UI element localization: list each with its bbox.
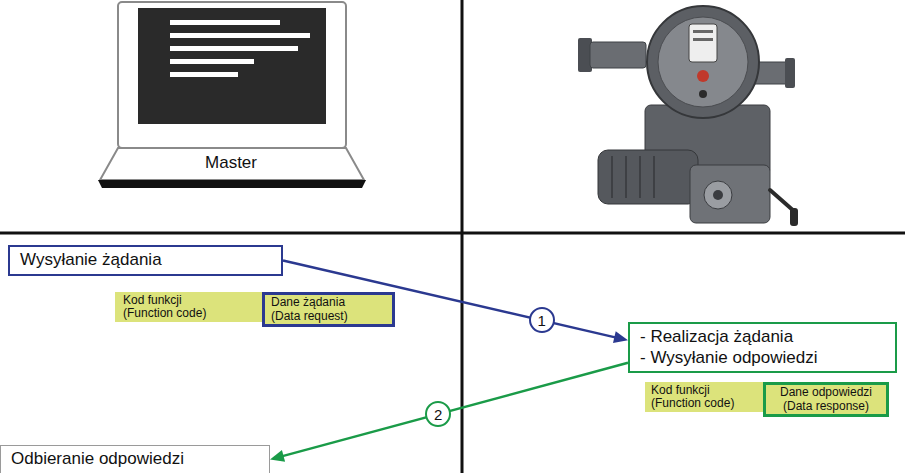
display-line [693, 30, 713, 33]
screen-line [170, 72, 238, 77]
handwheel-hub [704, 181, 732, 209]
node-text: Wysyłanie żądania [20, 250, 162, 270]
laptop-base [100, 148, 364, 180]
process-box: Odbieranie odpowiedzi [0, 445, 270, 473]
arrow-head [613, 331, 628, 343]
control-cover [647, 6, 759, 118]
selector-knob [699, 90, 707, 98]
motor-fin [653, 156, 655, 198]
laptop-screen [138, 8, 326, 124]
laptop-icon [98, 2, 366, 188]
process-box: - Realizacja żądania- Wysyłanie odpowied… [628, 322, 897, 373]
motor-fin [639, 156, 641, 198]
node-text: Kod funkcji (Function code) [123, 294, 223, 320]
function-code-box: Kod funkcji (Function code) [645, 382, 763, 412]
process-box: Wysyłanie żądania [8, 245, 283, 276]
flow-line [282, 363, 628, 457]
display-window [689, 24, 717, 62]
display-line [693, 38, 713, 41]
screen-line [170, 20, 280, 25]
data-response-box: Dane odpowiedzi (Data response) [763, 382, 889, 417]
flow-arrow [270, 363, 628, 462]
vertical-divider [461, 0, 464, 473]
gland-nut [785, 58, 795, 88]
screen-line [170, 46, 298, 51]
node-text: Dane żądania (Data request) [271, 296, 363, 322]
callout-number: 2 [425, 401, 451, 427]
motor-fin [611, 156, 613, 198]
horizontal-divider [0, 232, 905, 235]
device-label: Master [171, 153, 291, 173]
gearbox [690, 165, 770, 223]
laptop-bezel [118, 2, 346, 148]
screen-line [170, 59, 254, 64]
node-text: - Realizacja żądania [640, 327, 793, 347]
crank-handle [790, 208, 798, 226]
motor-fin [625, 156, 627, 198]
callout-number: 1 [529, 307, 555, 333]
handwheel-axis [713, 190, 723, 200]
node-text: Kod funkcji (Function code) [651, 384, 749, 410]
laptop-foot [98, 180, 366, 188]
motor-housing [598, 150, 698, 204]
screen-line [170, 33, 310, 38]
node-text: Dane odpowiedzi (Data response) [774, 386, 878, 412]
cover-face [658, 17, 748, 107]
function-code-box: Kod funkcji (Function code) [115, 292, 262, 322]
node-text: Odbieranie odpowiedzi [11, 449, 184, 469]
data-request-box: Dane żądania (Data request) [262, 292, 395, 327]
actuator-illustration [578, 6, 798, 226]
cable-gland [590, 42, 646, 68]
arrow-head [270, 450, 285, 462]
node-text: - Wysyłanie odpowiedzi [640, 348, 817, 368]
selector-knob [697, 70, 709, 82]
